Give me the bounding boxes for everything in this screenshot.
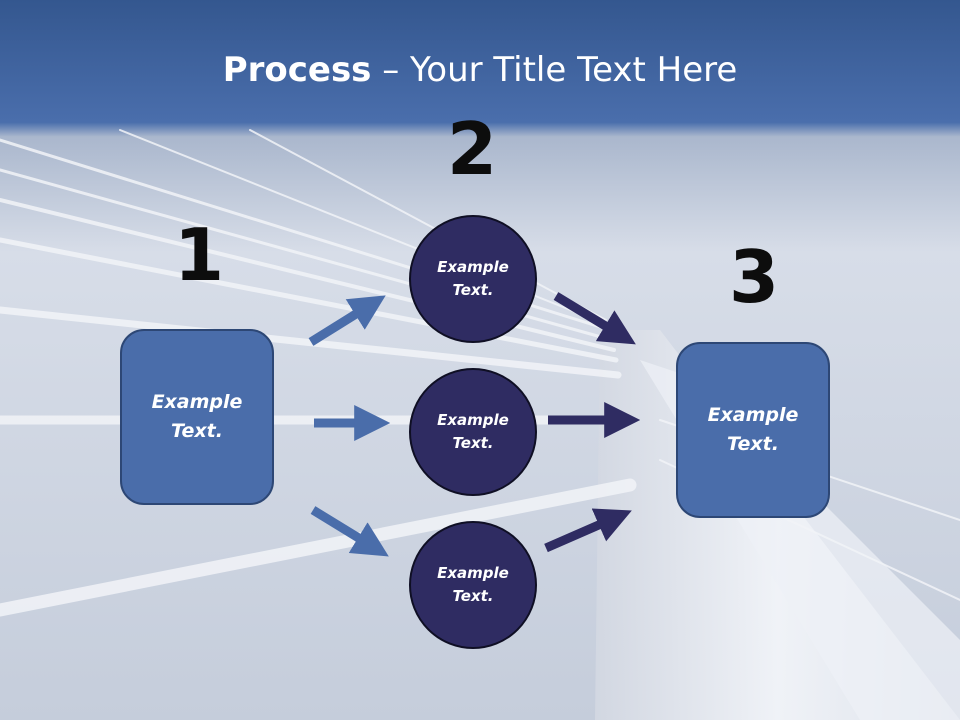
- step-number-1: 1: [173, 213, 225, 297]
- right-process-box: Example Text.: [676, 342, 830, 518]
- circle-top-label: Example Text.: [437, 258, 509, 299]
- left-process-box: Example Text.: [120, 329, 274, 505]
- circle-step-middle: Example Text.: [409, 368, 537, 496]
- step-number-3: 3: [728, 235, 780, 319]
- circle-step-bottom: Example Text.: [409, 521, 537, 649]
- circle-bottom-label: Example Text.: [437, 564, 509, 605]
- circle-middle-label: Example Text.: [437, 411, 509, 452]
- left-box-label: Example Text.: [151, 391, 243, 442]
- title-rest: – Your Title Text Here: [371, 50, 738, 90]
- arrow-to-top-circle: [308, 295, 386, 346]
- arrow-from-top-circle: [553, 292, 636, 345]
- title-bold: Process: [222, 50, 372, 90]
- arrow-from-bottom-circle: [544, 508, 632, 553]
- arrow-to-bottom-circle: [310, 506, 389, 557]
- circle-step-top: Example Text.: [409, 215, 537, 343]
- right-box-label: Example Text.: [707, 404, 799, 455]
- step-number-2: 2: [446, 107, 498, 191]
- page-title: Process – Your Title Text Here: [0, 50, 960, 90]
